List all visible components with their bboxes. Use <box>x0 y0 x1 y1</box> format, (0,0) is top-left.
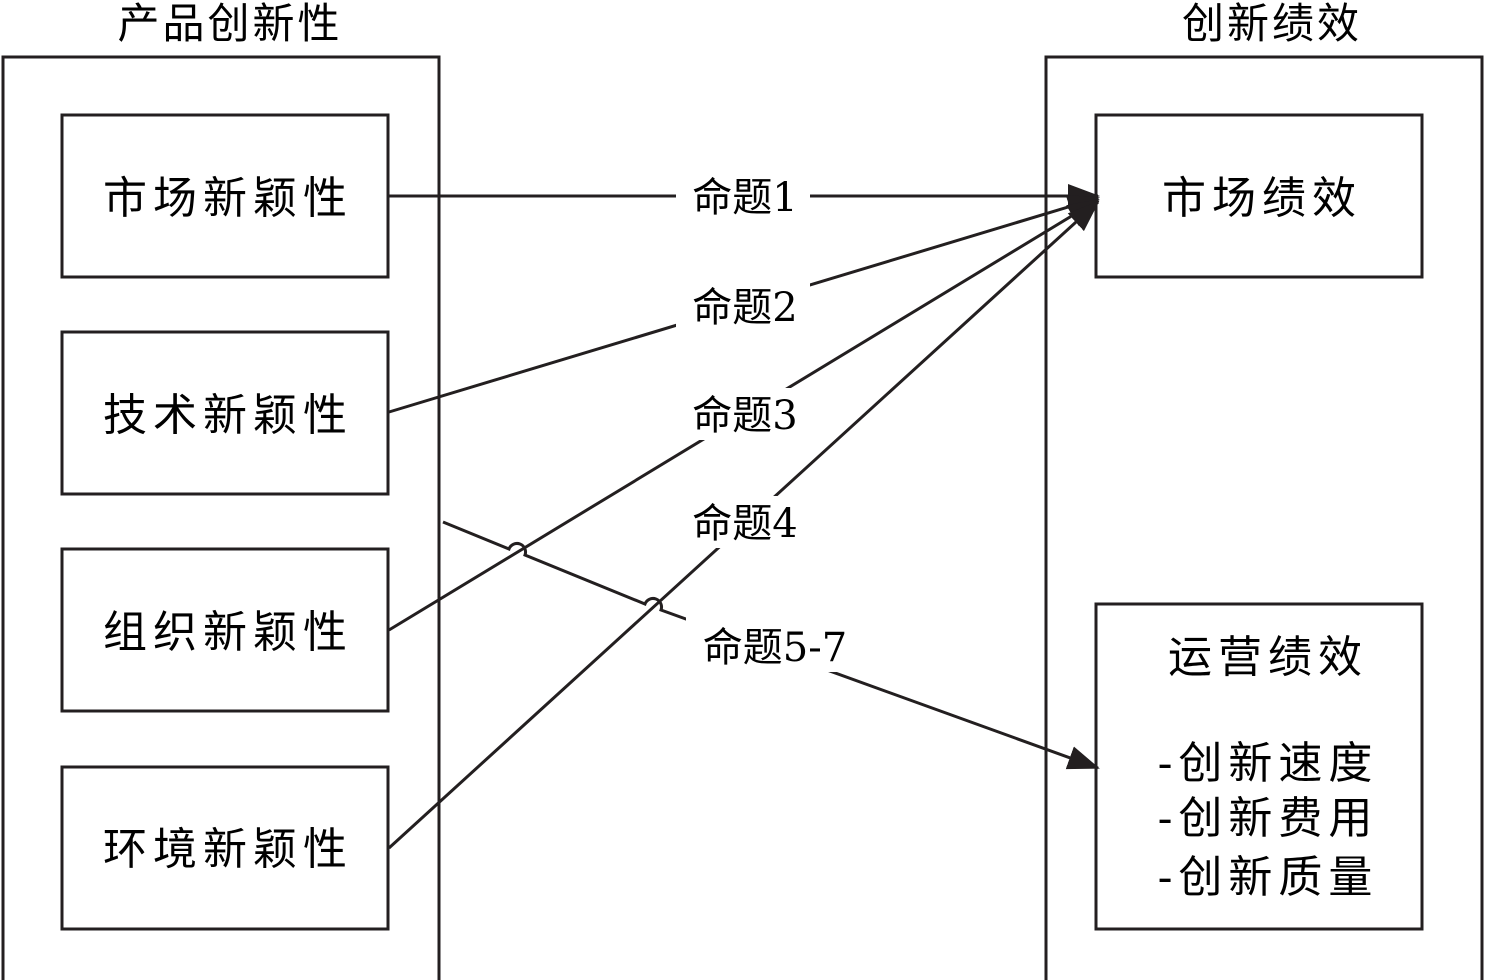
node-label-org-novelty: 组织新颖性 <box>103 607 353 658</box>
edge-label-bg-4 <box>676 496 810 548</box>
ops-item-innovation-quality: -创新质量 <box>1158 852 1379 903</box>
group-title-innovation-performance: 创新绩效 <box>1182 0 1362 48</box>
ops-item-innovation-speed: -创新速度 <box>1158 738 1379 789</box>
edge-label-proposition-1: 命题1 <box>692 175 797 221</box>
node-label-env-novelty: 环境新颖性 <box>103 824 353 875</box>
edge-label-bg-1 <box>676 170 810 222</box>
edge-label-bg-3 <box>676 388 810 440</box>
node-box-market-novelty <box>60 113 390 279</box>
edge-label-proposition-2: 命题2 <box>692 285 797 331</box>
edge-label-proposition-3: 命题3 <box>692 393 797 439</box>
edge-label-proposition-4: 命题4 <box>692 501 797 547</box>
node-label-market-performance: 市场绩效 <box>1162 173 1362 224</box>
ops-item-innovation-cost: -创新费用 <box>1158 793 1379 844</box>
node-label-tech-novelty: 技术新颖性 <box>103 390 353 441</box>
node-label-market-novelty: 市场新颖性 <box>103 173 353 224</box>
edge-label-bg-5-7 <box>686 616 864 672</box>
edge-label-bg-2 <box>676 280 810 332</box>
node-box-tech-novelty <box>60 330 390 496</box>
group-title-product-innovativeness: 产品创新性 <box>117 0 342 48</box>
edge-proposition-5-7 <box>442 520 1100 770</box>
node-label-operations-performance: 运营绩效 <box>1168 632 1368 683</box>
node-box-org-novelty <box>60 547 390 713</box>
node-box-env-novelty <box>60 765 390 931</box>
edge-label-proposition-5-7: 命题5-7 <box>703 625 847 671</box>
node-box-operations-performance <box>1094 602 1424 931</box>
node-box-market-performance <box>1094 113 1424 279</box>
